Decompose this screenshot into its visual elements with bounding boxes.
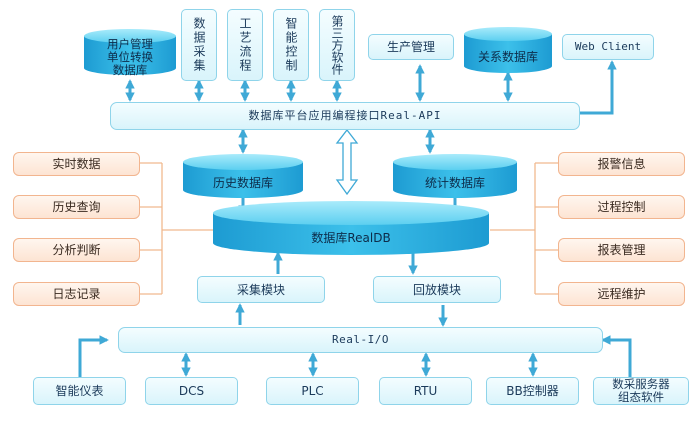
real-io-bar: Real-I/O xyxy=(118,327,603,353)
process-control-box: 过程控制 xyxy=(558,195,685,219)
relational-db-cylinder xyxy=(464,27,552,73)
production-management-box: 生产管理 xyxy=(368,34,454,60)
smart-control-box: 智能控制 xyxy=(273,9,309,81)
data-acquisition-server-box: 数采服务器 组态软件 xyxy=(593,377,689,405)
right-connectors xyxy=(490,162,558,295)
realdb-cylinder xyxy=(213,201,489,255)
acquisition-module-box: 采集模块 xyxy=(197,276,325,303)
web-client-box: Web Client xyxy=(562,34,654,60)
log-record-box: 日志记录 xyxy=(13,282,140,306)
report-management-box: 报表管理 xyxy=(558,238,685,262)
left-connectors xyxy=(140,162,215,295)
playback-module-box: 回放模块 xyxy=(373,276,501,303)
data-acquisition-box: 数据采集 xyxy=(181,9,217,81)
dcs-box: DCS xyxy=(145,377,238,405)
hollow-double-arrow xyxy=(335,128,359,196)
remote-maintenance-box: 远程维护 xyxy=(558,282,685,306)
alarm-info-box: 报警信息 xyxy=(558,152,685,176)
history-query-box: 历史查询 xyxy=(13,195,140,219)
history-db-cylinder xyxy=(183,154,303,198)
realtime-data-box: 实时数据 xyxy=(13,152,140,176)
plc-box: PLC xyxy=(266,377,359,405)
smart-instrument-box: 智能仪表 xyxy=(33,377,126,405)
rtu-box: RTU xyxy=(379,377,472,405)
process-flow-box: 工艺流程 xyxy=(227,9,263,81)
real-api-bar: 数据库平台应用编程接口Real-API xyxy=(110,102,580,130)
analysis-judgment-box: 分析判断 xyxy=(13,238,140,262)
statistics-db-cylinder xyxy=(393,154,517,198)
third-party-software-box: 第三方软件 xyxy=(319,9,355,81)
user-mgmt-db-cylinder xyxy=(84,29,176,75)
bb-controller-box: BB控制器 xyxy=(486,377,579,405)
